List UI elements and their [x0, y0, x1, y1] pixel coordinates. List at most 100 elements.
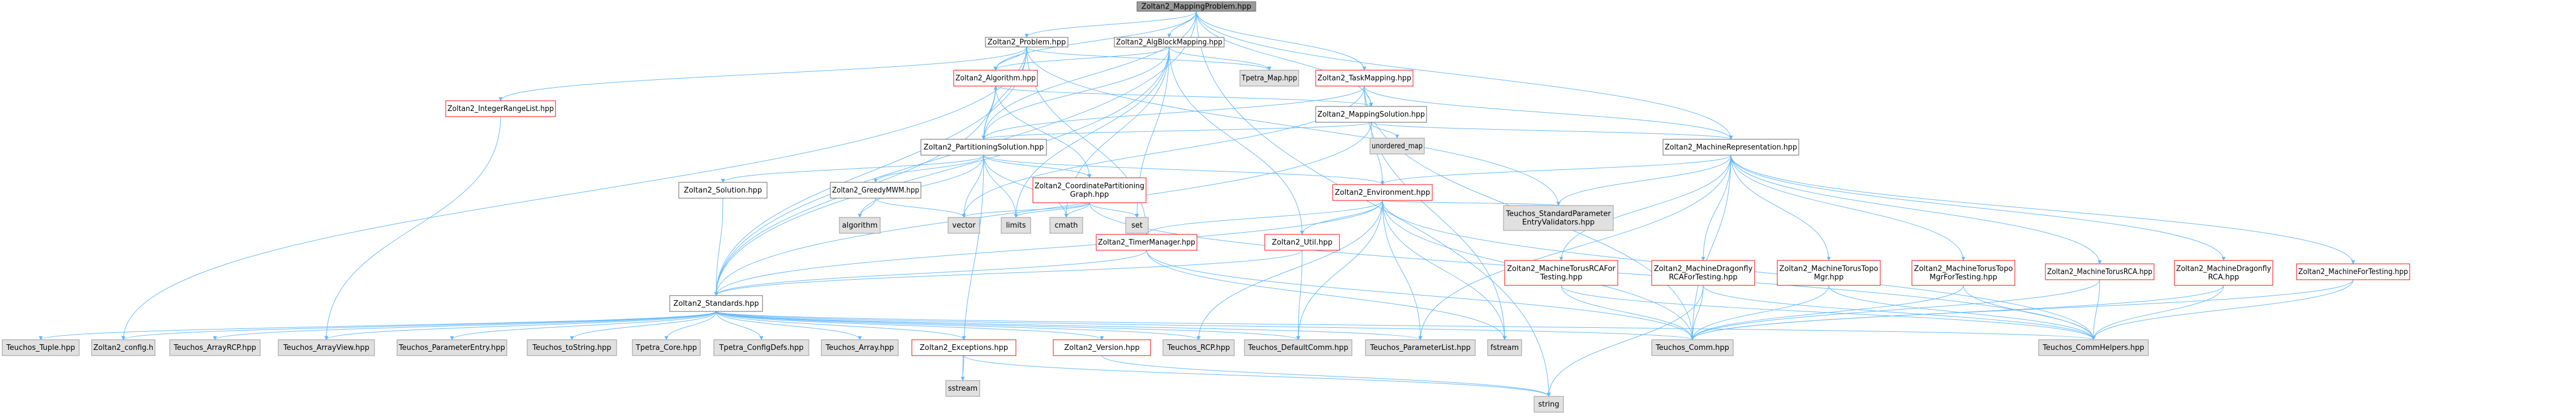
edge-coordgraph-to-vector	[962, 202, 1090, 218]
node-label-tpetraconfig: Tpetra_ConfigDefs.hpp	[718, 344, 803, 352]
node-box-config	[91, 339, 156, 356]
node-label-version: Zoltan2_Version.hpp	[1064, 344, 1139, 352]
node-machft[interactable]: Zoltan2_MachineForTesting.hpp	[2296, 263, 2410, 280]
node-tuple: Teuchos_Tuple.hpp	[2, 339, 80, 356]
node-util[interactable]: Zoltan2_Util.hpp	[1264, 234, 1340, 251]
node-exceptions[interactable]: Zoltan2_Exceptions.hpp	[911, 339, 1016, 356]
node-torusrca[interactable]: Zoltan2_MachineTorusRCA.hpp	[2045, 263, 2155, 280]
node-box-limits	[1001, 217, 1031, 234]
edge-taskmapping-to-machrep	[1364, 85, 1733, 140]
edge-root-to-machrep	[1196, 11, 1733, 140]
edge-standards-to-tpetracore	[664, 311, 717, 340]
node-solution[interactable]: Zoltan2_Solution.hpp	[678, 182, 768, 199]
node-machrep[interactable]: Zoltan2_MachineRepresentation.hpp	[1662, 139, 1799, 156]
node-paramlist: Teuchos_ParameterList.hpp	[1365, 339, 1476, 356]
edge-standards-to-comm	[716, 311, 1695, 340]
node-label-torustopomgr: Zoltan2_MachineTorusTopo	[1780, 265, 1879, 273]
edge-machft-to-commhelpers	[2091, 279, 2354, 340]
node-label-torustopoft: MgrForTesting.hpp	[1929, 273, 1997, 282]
edge-environment-to-fstream	[1382, 200, 1507, 340]
node-stdparam: Teuchos_StandardParameterEntryValidators…	[1503, 205, 1614, 231]
node-label-algorithm_hpp: Zoltan2_Algorithm.hpp	[955, 74, 1036, 83]
node-label-dragonflyrcaft: Zoltan2_MachineDragonfly	[1654, 265, 1753, 273]
node-label-sstream: sstream	[948, 384, 977, 393]
node-label-fstream: fstream	[1491, 344, 1519, 352]
dependency-edges	[38, 11, 2355, 397]
edge-environment-to-rcp	[1196, 200, 1383, 340]
node-label-tuple: Teuchos_Tuple.hpp	[6, 344, 75, 352]
node-label-defcomm: Teuchos_DefaultComm.hpp	[1247, 344, 1348, 352]
edge-mapsol-to-unordered_map	[1371, 122, 1399, 139]
node-box-vector	[947, 217, 980, 234]
edge-partsol-to-solution	[721, 155, 984, 183]
node-dragonflyrcaft[interactable]: Zoltan2_MachineDragonflyRCAForTesting.hp…	[1651, 260, 1755, 286]
edge-coordgraph-to-limits	[1014, 202, 1090, 218]
node-greedy[interactable]: Zoltan2_GreedyMWM.hpp	[830, 182, 921, 199]
edge-timermgr-to-fstream	[1146, 250, 1507, 340]
edge-standards-to-tostring	[570, 311, 717, 340]
node-box-sstream	[945, 380, 980, 397]
node-box-torusrca	[2045, 263, 2155, 280]
node-label-environment: Zoltan2_Environment.hpp	[1335, 189, 1430, 197]
node-root[interactable]: Zoltan2_MappingProblem.hpp	[1136, 1, 1256, 12]
node-box-tpetracore	[632, 339, 701, 356]
node-environment[interactable]: Zoltan2_Environment.hpp	[1332, 184, 1433, 201]
node-label-dragonflyrca: RCA.hpp	[2208, 273, 2239, 282]
node-torustopoft[interactable]: Zoltan2_MachineTorusTopoMgrForTesting.hp…	[1911, 260, 2015, 286]
edge-environment-to-standards	[714, 200, 1383, 296]
edge-problem-to-standards	[714, 46, 1027, 296]
edge-partsol-to-greedy	[873, 155, 984, 183]
node-box-machft	[2296, 263, 2410, 280]
node-label-exceptions: Zoltan2_Exceptions.hpp	[920, 344, 1008, 352]
node-box-version	[1053, 339, 1151, 356]
edge-coordgraph-to-set	[1089, 202, 1139, 218]
node-arrayview: Teuchos_ArrayView.hpp	[278, 339, 375, 356]
node-label-timermgr: Zoltan2_TimerManager.hpp	[1098, 238, 1195, 247]
node-box-taskmapping	[1315, 70, 1414, 87]
node-partsol[interactable]: Zoltan2_PartitioningSolution.hpp	[920, 139, 1047, 156]
node-algorithm_hpp[interactable]: Zoltan2_Algorithm.hpp	[953, 70, 1038, 87]
node-label-unordered_map: unordered_map	[1372, 142, 1423, 151]
edge-torusrca-to-commhelpers	[2091, 279, 2100, 340]
node-box-string	[1533, 396, 1564, 413]
edge-timermgr-to-comm	[1146, 250, 1695, 340]
node-label-torusrcaft: Testing.hpp	[1540, 273, 1583, 282]
node-label-dragonflyrca: Zoltan2_MachineDragonfly	[2176, 265, 2271, 273]
node-intrange[interactable]: Zoltan2_IntegerRangeList.hpp	[445, 100, 556, 117]
node-problem[interactable]: Zoltan2_Problem.hpp	[985, 37, 1069, 48]
node-box-partsol	[920, 139, 1047, 156]
node-label-solution: Zoltan2_Solution.hpp	[684, 186, 762, 195]
edge-partsol-to-algorithm	[858, 155, 984, 218]
node-box-algorithm_hpp	[953, 70, 1038, 87]
edge-root-to-string	[1196, 11, 1551, 397]
edge-root-to-taskmapping	[1196, 11, 1367, 71]
edge-timermgr-to-standards	[714, 250, 1147, 296]
edge-environment-to-stdparam	[1382, 200, 1561, 206]
node-label-paramlist: Teuchos_ParameterList.hpp	[1369, 344, 1471, 352]
node-label-tostring: Teuchos_toString.hpp	[532, 344, 611, 352]
edge-standards-to-rcp	[716, 311, 1201, 340]
edge-standards-to-config	[121, 311, 717, 340]
node-timermgr[interactable]: Zoltan2_TimerManager.hpp	[1096, 234, 1197, 251]
node-config: Zoltan2_config.h	[91, 339, 156, 356]
node-taskmapping[interactable]: Zoltan2_TaskMapping.hpp	[1315, 70, 1414, 87]
node-box-paramentry	[397, 339, 507, 356]
node-algblock[interactable]: Zoltan2_AlgBlockMapping.hpp	[1114, 37, 1225, 48]
edge-standards-to-array	[716, 311, 862, 340]
node-standards[interactable]: Zoltan2_Standards.hpp	[669, 295, 763, 312]
edge-exceptions-to-sstream	[960, 355, 965, 381]
edge-algblock-to-standards	[714, 46, 1170, 296]
edge-greedy-to-algorithm	[858, 198, 876, 218]
node-version[interactable]: Zoltan2_Version.hpp	[1053, 339, 1151, 356]
edge-algblock-to-tpetra_map	[1169, 46, 1272, 71]
edge-environment-to-util	[1300, 200, 1383, 235]
node-mapsol[interactable]: Zoltan2_MappingSolution.hpp	[1315, 106, 1427, 123]
node-label-greedy: Zoltan2_GreedyMWM.hpp	[832, 186, 919, 195]
edge-greedy-to-vector	[875, 198, 966, 218]
edge-partsol-to-vector	[962, 155, 984, 218]
node-label-torustopomgr: Mgr.hpp	[1814, 273, 1844, 282]
